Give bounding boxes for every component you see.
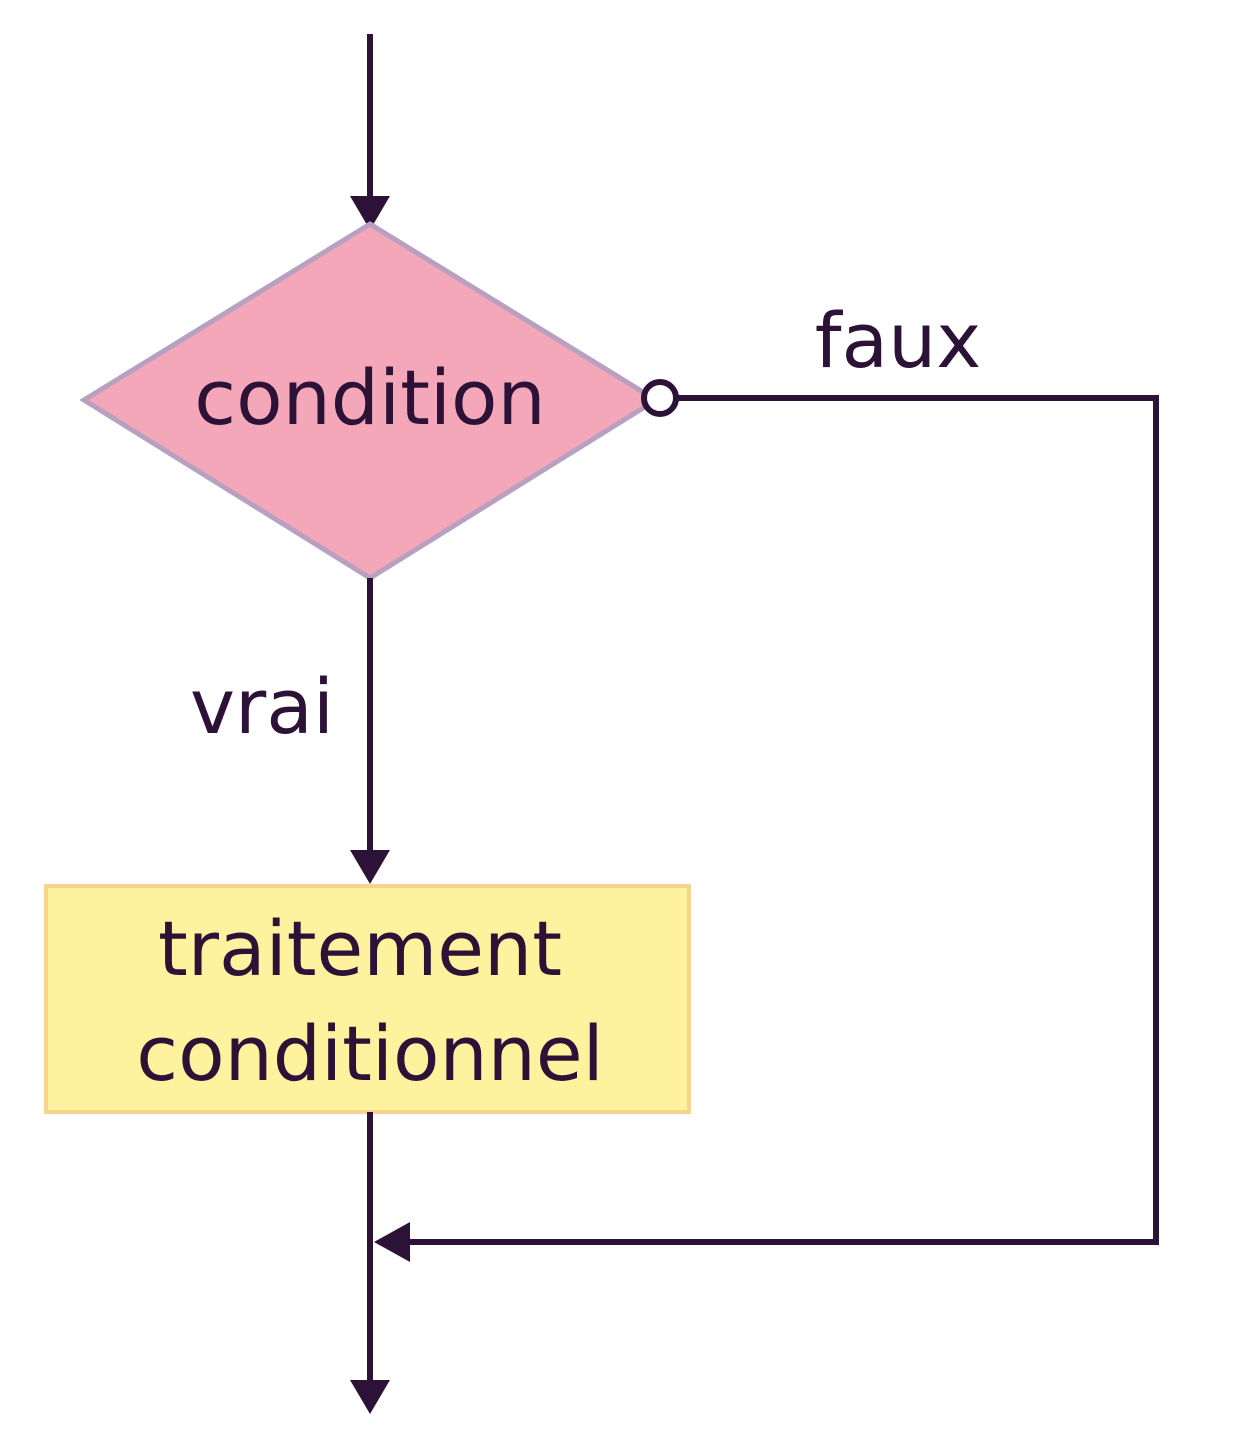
entry-arrowhead [350,196,390,230]
merge-arrowhead [374,1222,410,1262]
decision-label: condition [194,353,545,442]
false-connector-circle [641,379,679,417]
exit-arrowhead [350,1380,390,1414]
true-arrowhead [350,850,390,884]
false-label: faux [815,296,981,385]
true-label: vrai [190,662,334,751]
process-box [44,884,691,1114]
process-label-line1: traitement [158,904,562,993]
process-label-line2: conditionnel [136,1009,603,1098]
